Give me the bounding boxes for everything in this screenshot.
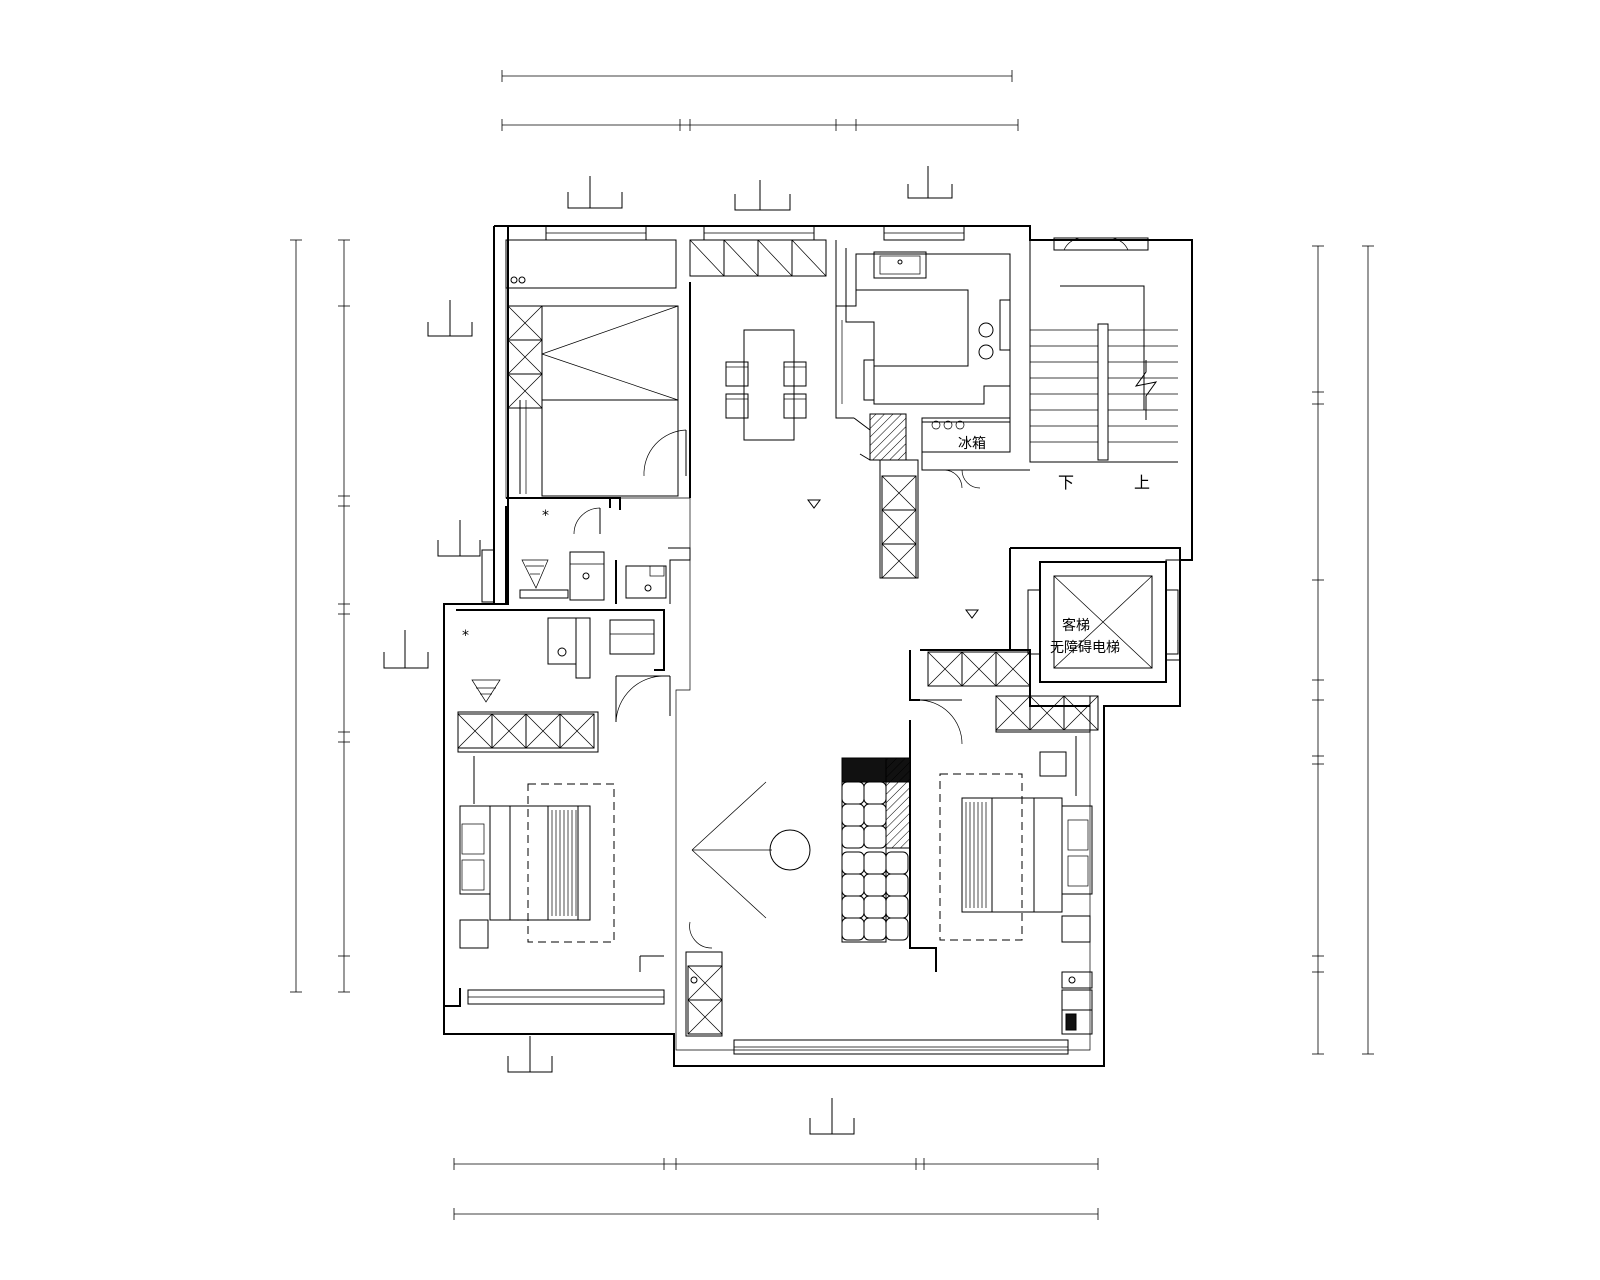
top-dimension-lines	[501, 70, 1019, 131]
elevator: 客梯 无障碍电梯	[1009, 547, 1181, 683]
stairs-down-label: 下	[1058, 473, 1074, 492]
bedroom-right	[917, 695, 1099, 943]
elevator-label-1: 客梯	[1062, 617, 1090, 634]
stairwell: 下 上	[1029, 237, 1178, 492]
kitchen-cabinet-column	[853, 413, 919, 579]
sofa	[841, 757, 911, 943]
bath-lower-marker: *	[462, 628, 469, 644]
top-cabinet-row	[689, 239, 827, 277]
bedroom-bottom-left	[457, 711, 664, 972]
windows	[467, 225, 1181, 1055]
level-markers	[807, 499, 979, 619]
left-dimension-lines	[290, 239, 350, 993]
fridge-label: 冰箱	[958, 436, 986, 452]
right-corridor-cabinets	[927, 651, 1031, 687]
right-dimension-lines	[1312, 245, 1374, 1055]
kitchen: 冰箱	[835, 240, 1030, 489]
section-markers	[383, 166, 953, 1135]
dining-table	[725, 329, 807, 441]
stairs-up-label: 上	[1134, 473, 1150, 492]
bed-blanket-lines-left	[551, 810, 577, 916]
bathroom-lower: *	[462, 617, 665, 723]
balcony-corner	[1061, 971, 1093, 1035]
bottom-dimension-lines	[453, 1158, 1099, 1220]
bathroom-upper: *	[519, 507, 667, 601]
bed-blanket-lines-right	[965, 802, 987, 908]
living-room	[685, 781, 811, 1037]
bedroom-top-left	[505, 239, 687, 497]
elevator-label-2: 无障碍电梯	[1050, 640, 1120, 656]
bath-upper-marker: *	[542, 508, 549, 524]
